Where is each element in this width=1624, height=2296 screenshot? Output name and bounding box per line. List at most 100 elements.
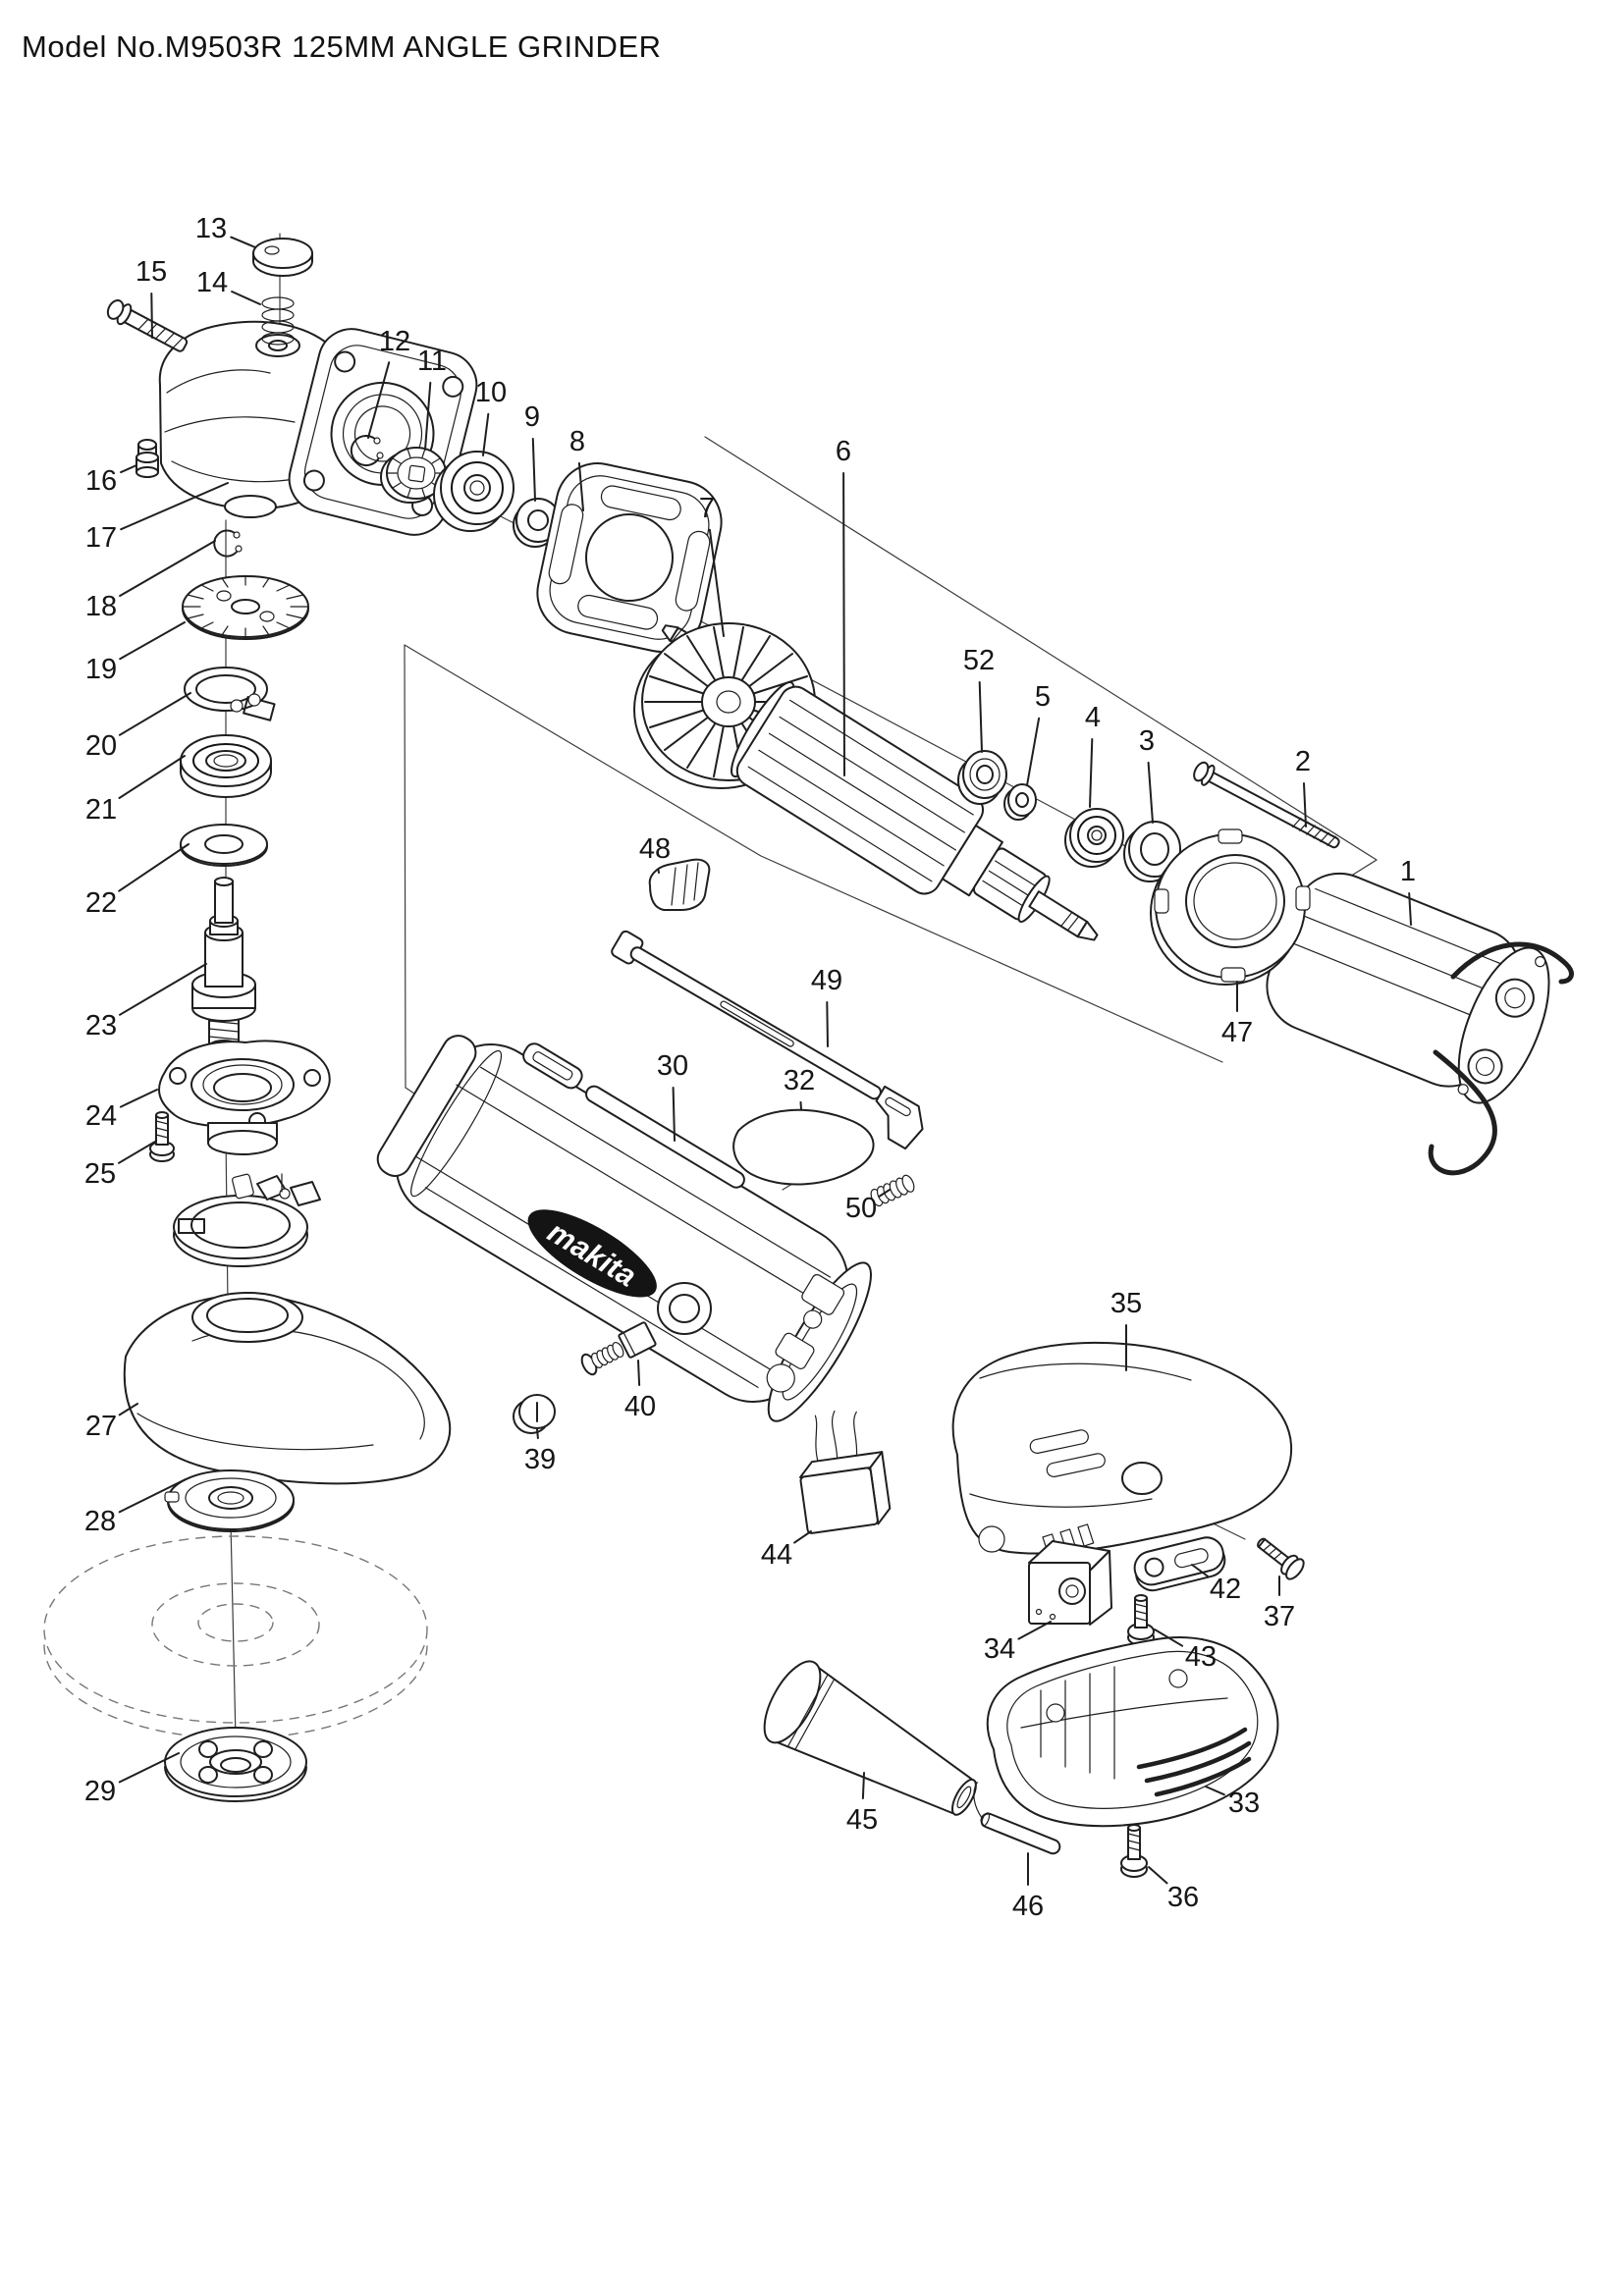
leader-line-45 <box>861 1772 865 1799</box>
part-number-12: 12 <box>379 326 410 357</box>
screw-36-art <box>1120 1824 1148 1878</box>
rubber-ring-3-art <box>1123 821 1181 882</box>
tapping-screw-15-art <box>106 299 189 352</box>
part-number-13: 13 <box>195 213 227 244</box>
part-number-30: 30 <box>657 1050 688 1082</box>
part-number-21: 21 <box>85 794 117 826</box>
lock-nut-art <box>164 1727 307 1802</box>
leader-line-52 <box>978 681 983 753</box>
guard-clamp-ring-art <box>173 1173 321 1267</box>
leader-line-43 <box>1154 1629 1184 1647</box>
leader-line-12 <box>367 361 391 439</box>
leader-line-34 <box>1017 1621 1052 1640</box>
c-ring-20-art <box>184 667 276 721</box>
motor-housing-art: makita <box>376 1035 872 1422</box>
leader-line-8 <box>577 461 584 511</box>
leader-line-33 <box>1205 1786 1225 1796</box>
part-number-37: 37 <box>1264 1601 1295 1632</box>
leader-line-36 <box>1148 1866 1168 1885</box>
cord-sleeve-art <box>973 1781 1061 1855</box>
leader-line-39 <box>536 1428 539 1440</box>
ball-bearing-4-art <box>1064 808 1124 868</box>
page-title: Model No.M9503R 125MM ANGLE GRINDER <box>22 29 662 64</box>
part-number-36: 36 <box>1167 1882 1199 1913</box>
cord-guard-art <box>763 1660 977 1816</box>
labyrinth-flange-art <box>957 750 1007 805</box>
capacitor-art <box>799 1410 892 1534</box>
part-number-17: 17 <box>85 522 117 554</box>
part-number-29: 29 <box>84 1776 116 1807</box>
leader-line-49 <box>826 1001 829 1047</box>
part-number-45: 45 <box>846 1804 878 1836</box>
leader-line-27 <box>118 1403 138 1416</box>
part-number-43: 43 <box>1185 1641 1217 1673</box>
part-number-3: 3 <box>1139 725 1155 757</box>
part-number-32: 32 <box>784 1065 815 1096</box>
leader-line-2 <box>1303 782 1307 828</box>
leader-line-1 <box>1408 892 1412 926</box>
bevel-gear-art <box>182 575 309 640</box>
switch-art <box>1028 1523 1112 1626</box>
wheel-guard-art <box>123 1292 452 1485</box>
leader-line-18 <box>119 540 216 597</box>
part-number-7: 7 <box>699 493 715 524</box>
part-number-4: 4 <box>1085 702 1101 733</box>
part-number-44: 44 <box>761 1539 792 1571</box>
leader-line-44 <box>793 1530 812 1544</box>
leader-line-29 <box>118 1752 180 1784</box>
part-number-46: 46 <box>1012 1891 1044 1922</box>
handle-cover-art <box>986 1636 1279 1828</box>
part-number-23: 23 <box>85 1010 117 1041</box>
part-number-25: 25 <box>84 1158 116 1190</box>
part-number-6: 6 <box>836 436 851 467</box>
baffle-ring-47-art <box>1150 828 1311 986</box>
leader-line-42 <box>1191 1564 1210 1577</box>
part-number-9: 9 <box>524 401 540 433</box>
part-number-40: 40 <box>624 1391 656 1422</box>
leader-line-7 <box>708 528 725 637</box>
part-number-48: 48 <box>639 833 671 865</box>
part-number-11: 11 <box>417 346 447 377</box>
spring-part-art <box>261 296 295 346</box>
ball-bearing-21-art <box>180 734 272 798</box>
bearing-box-art <box>158 1040 331 1155</box>
washer-5-art <box>1003 783 1037 821</box>
leader-line-32 <box>799 1100 802 1110</box>
part-number-49: 49 <box>811 965 842 996</box>
leader-line-11 <box>424 381 432 451</box>
screw-37-art <box>1257 1537 1305 1580</box>
leader-line-4 <box>1089 738 1094 808</box>
ball-bearing-10-art <box>433 451 514 532</box>
part-number-8: 8 <box>569 426 585 457</box>
part-number-52: 52 <box>963 645 995 676</box>
leader-line-17 <box>120 482 229 531</box>
carbon-brush-art <box>580 1321 657 1376</box>
screw-25-art <box>149 1111 175 1162</box>
lever-spring-art <box>870 1174 915 1207</box>
inner-flange-art <box>164 1469 295 1532</box>
part-number-14: 14 <box>196 267 228 298</box>
part-number-18: 18 <box>85 591 117 622</box>
switch-knob-art <box>648 858 711 911</box>
leader-line-25 <box>118 1141 156 1164</box>
part-number-34: 34 <box>984 1633 1015 1665</box>
screw-43-art <box>1127 1594 1155 1646</box>
pin-16-art <box>135 439 159 478</box>
leader-line-23 <box>119 963 207 1016</box>
part-number-28: 28 <box>84 1506 116 1537</box>
part-number-22: 22 <box>85 887 117 919</box>
cam-part-art <box>252 238 313 277</box>
spindle-art <box>191 877 256 1053</box>
leader-line-50 <box>878 1189 891 1198</box>
part-number-2: 2 <box>1295 746 1311 777</box>
leader-line-16 <box>120 464 137 474</box>
slide-lever-art <box>611 930 924 1150</box>
snap-ring-18-art <box>213 529 243 558</box>
leader-line-30 <box>672 1087 676 1142</box>
leader-line-22 <box>118 843 189 892</box>
leader-line-21 <box>118 755 186 799</box>
part-number-27: 27 <box>85 1411 117 1442</box>
leader-line-40 <box>637 1360 641 1386</box>
